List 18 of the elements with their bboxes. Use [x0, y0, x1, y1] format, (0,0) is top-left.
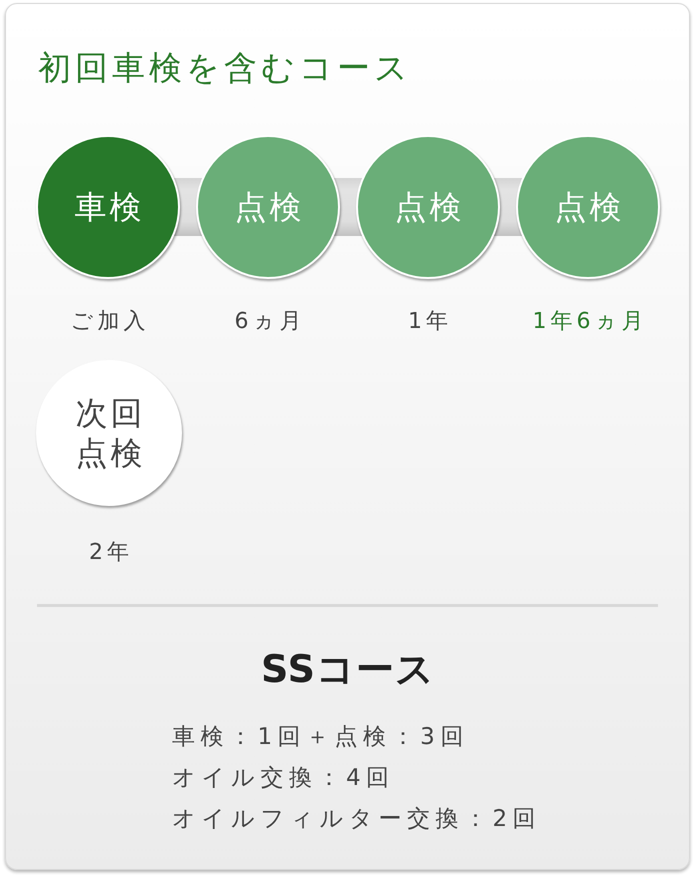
- period-label: 6ヵ月: [234, 311, 306, 333]
- connector-bar: [494, 178, 522, 236]
- course-detail: オイルフィルター交換：2回: [172, 808, 542, 831]
- period-label: ご加入: [70, 311, 150, 333]
- section-title: 初回車検を含むコース: [38, 51, 412, 84]
- period-label: 1年: [407, 311, 452, 333]
- circle-text: 点検: [234, 191, 304, 223]
- circle-text: 次回点検: [74, 393, 146, 473]
- connector-bar: [174, 178, 202, 236]
- circle-text: 点検: [554, 191, 624, 223]
- course-detail: オイル交換：4回: [172, 767, 395, 790]
- course-name: SSコース: [260, 650, 436, 688]
- circle-text: 車検: [74, 191, 144, 223]
- connector-bar: [334, 178, 362, 236]
- course-detail: 車検：1回＋点検：3回: [172, 726, 469, 749]
- period-label: 2年: [88, 542, 133, 564]
- period-label: 1年6ヵ月: [532, 311, 648, 333]
- circle-text: 点検: [394, 191, 464, 223]
